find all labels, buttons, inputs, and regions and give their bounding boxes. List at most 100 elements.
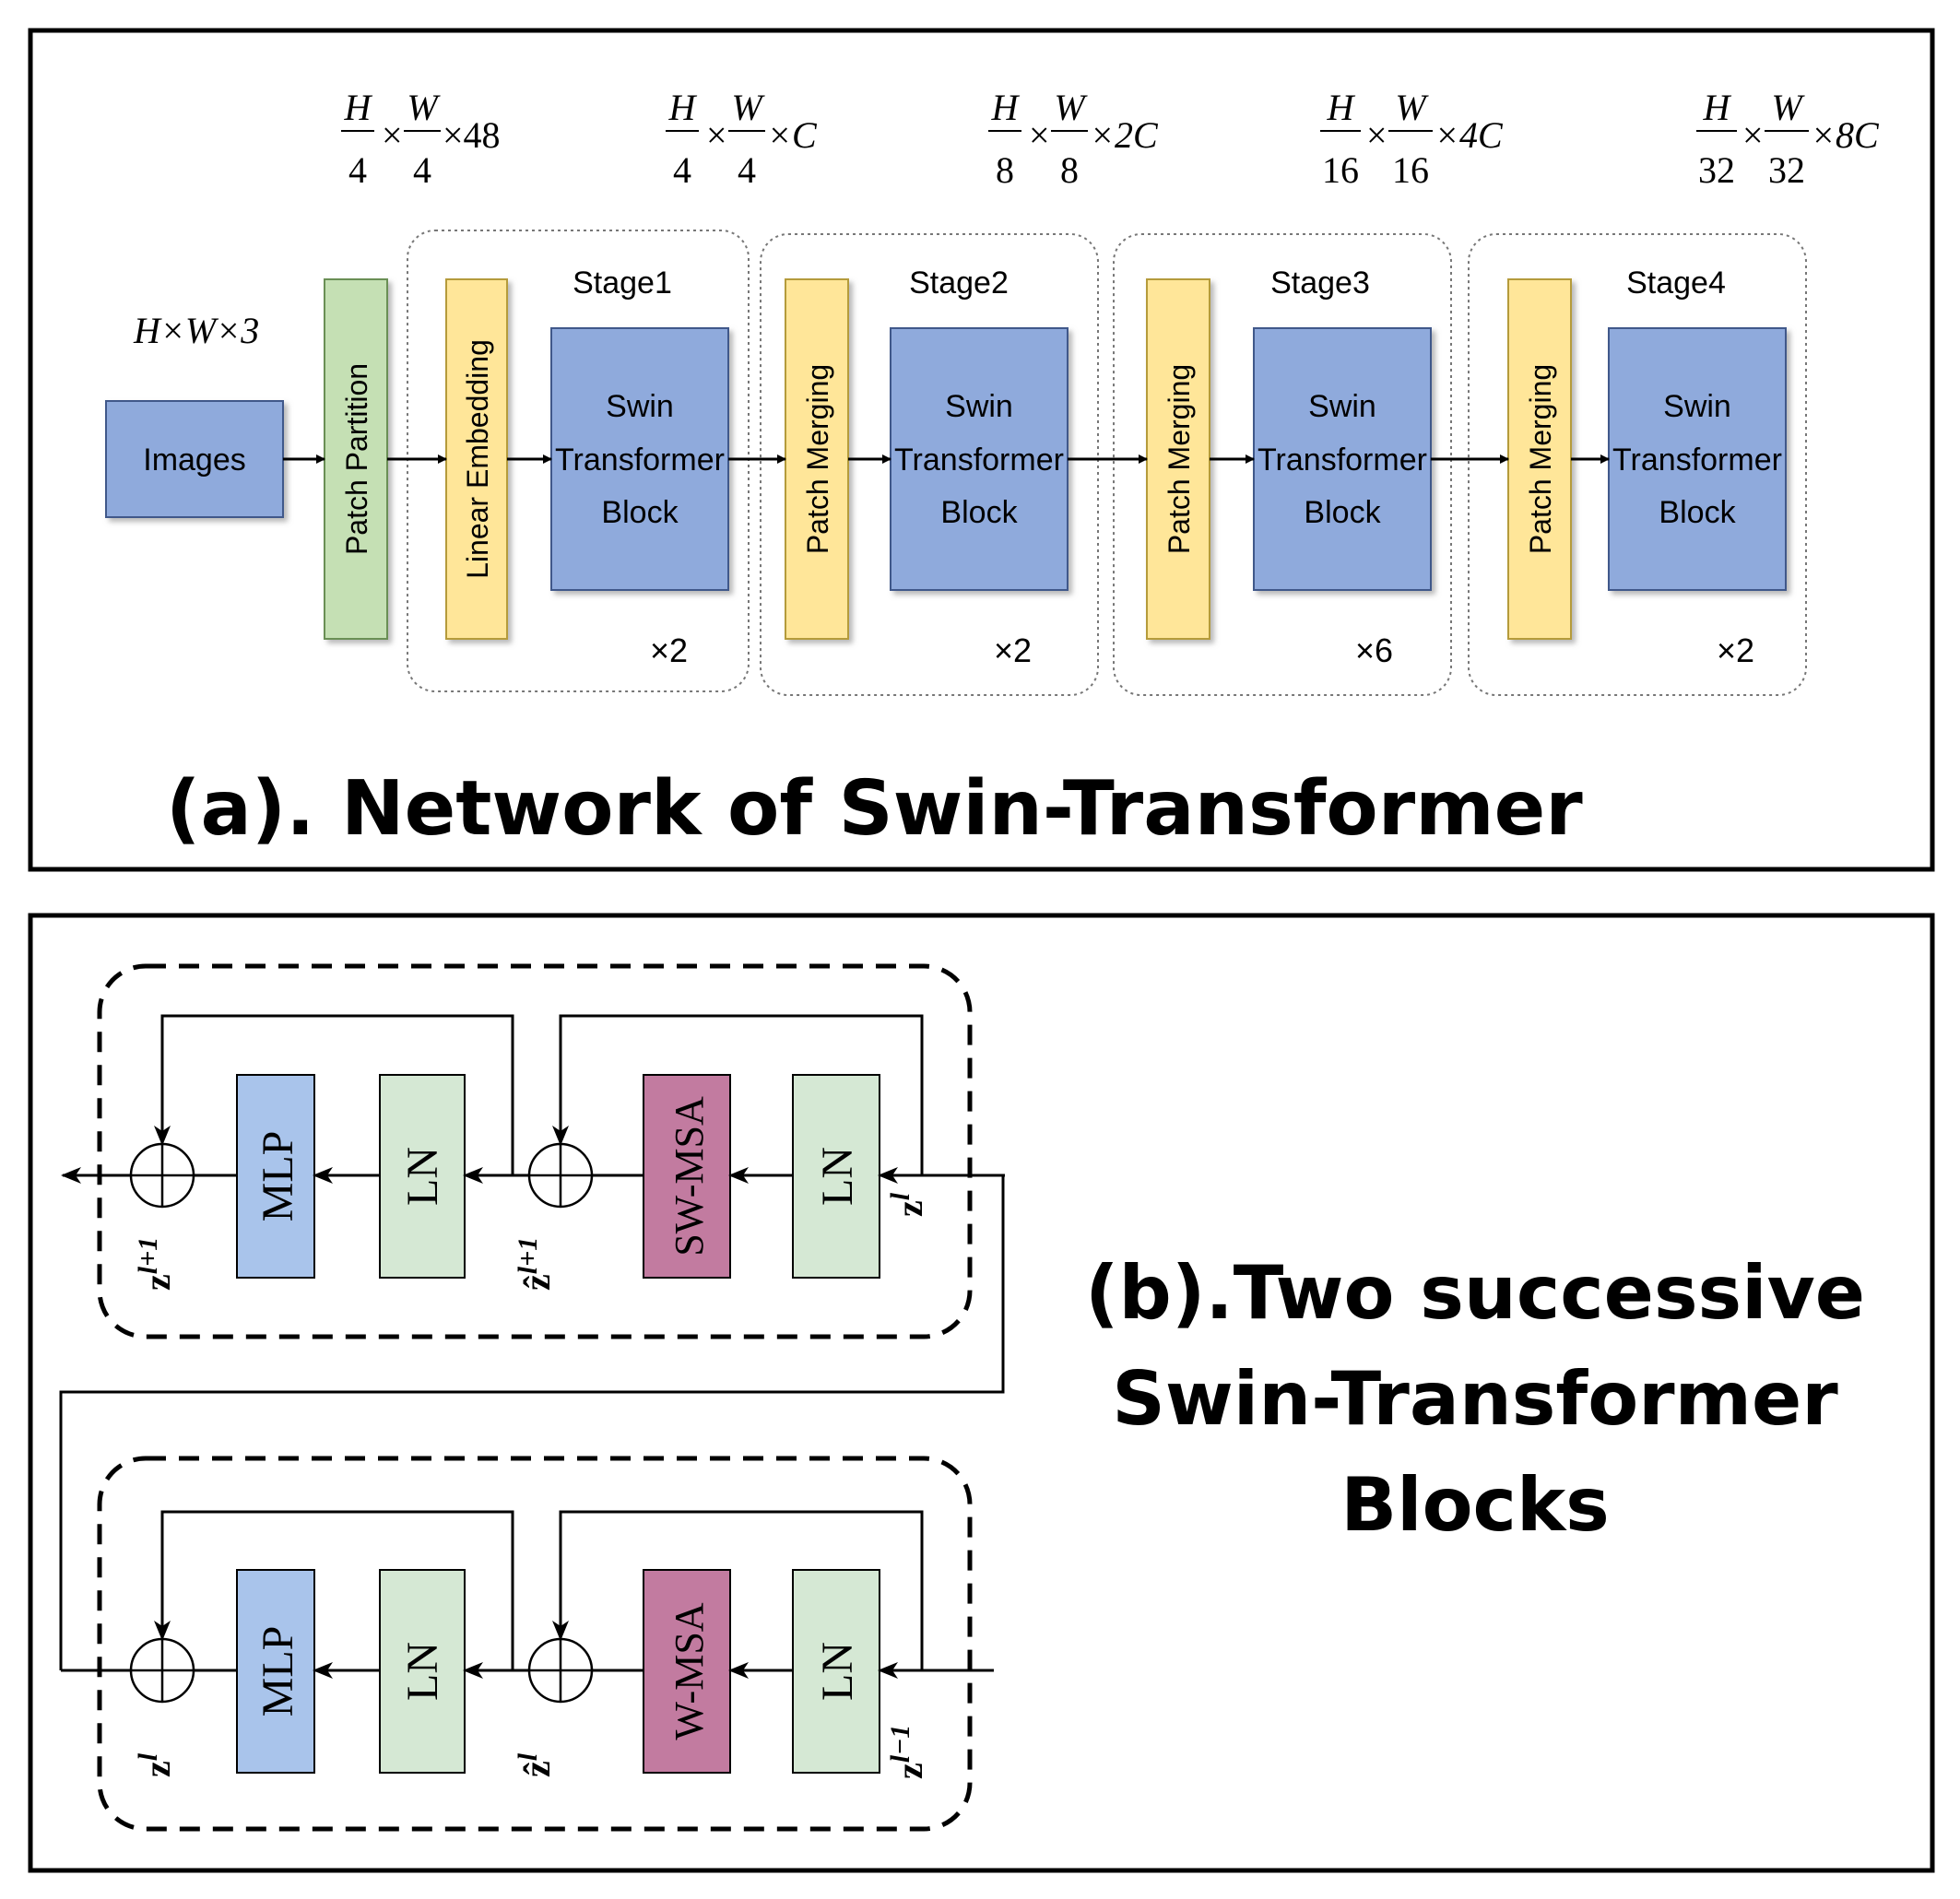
bottom-block-container — [97, 1456, 973, 1832]
top-adder-mid — [527, 1142, 594, 1209]
swin-block-1: Swin Transformer Block — [550, 327, 729, 591]
block-line2: Transformer — [894, 442, 1064, 478]
dim-suffix: ×C — [767, 114, 818, 156]
panel-a-frame — [28, 28, 1935, 872]
dim-suffix: ×4C — [1435, 114, 1504, 156]
stage3-label: Stage3 — [1270, 265, 1370, 301]
panel-b-title: (b).Two successive Swin-Transformer Bloc… — [1085, 1250, 1865, 1548]
dim-times: × — [1742, 114, 1764, 156]
dim-h-num: H — [344, 87, 373, 128]
bottom-flow-arrows — [61, 1510, 994, 1679]
panel-a-title: (a). Network of Swin-Transformer — [166, 765, 1583, 853]
top-mlp-label: MLP — [254, 1131, 302, 1222]
block-line1: Swin — [1308, 389, 1376, 424]
dim-w-num: W — [1771, 87, 1805, 128]
top-block: MLP LN SW-MSA LN — [61, 1014, 1005, 1291]
stage4-label: Stage4 — [1626, 265, 1726, 301]
dim-h-num: H — [991, 87, 1021, 128]
dim-w-den: 4 — [738, 149, 756, 191]
bottom-mlp-box — [236, 1569, 315, 1774]
bottom-z-in-label: zl−1 — [885, 1725, 930, 1779]
images-label: Images — [143, 442, 246, 478]
block-line3: Block — [940, 495, 1018, 530]
dim-label-4: H 32 × W 32 ×8C — [1696, 87, 1880, 191]
block-line3: Block — [1304, 495, 1381, 530]
dim-h-den: 8 — [996, 149, 1014, 191]
dim-label-0: H 4 × W 4 ×48 — [341, 87, 501, 191]
top-adder-out — [129, 1142, 195, 1209]
patch-merging-label: Patch Merging — [1524, 364, 1557, 554]
dim-label-3: H 16 × W 16 ×4C — [1320, 87, 1504, 191]
bottom-ln1-box — [379, 1569, 466, 1774]
top-zhat-label: ẑl+1 — [513, 1237, 558, 1291]
dim-suffix: ×8C — [1811, 114, 1880, 156]
dim-h-num: H — [1703, 87, 1732, 128]
top-ln2-label: LN — [813, 1147, 862, 1206]
dim-label-2: H 8 × W 8 ×2C — [988, 87, 1159, 191]
panel-b-title-line2: Swin-Transformer — [1112, 1356, 1838, 1442]
block-line3: Block — [1659, 495, 1736, 530]
panel-b-title-line3: Blocks — [1340, 1462, 1610, 1548]
linear-embedding-box: Linear Embedding — [445, 278, 508, 640]
block-line1: Swin — [1663, 389, 1731, 424]
repeat-labels: ×2 ×2 ×6 ×2 — [650, 631, 1754, 669]
block-line3: Block — [601, 495, 679, 530]
block-line2: Transformer — [555, 442, 725, 478]
stage4-repeat: ×2 — [1717, 631, 1754, 669]
top-msa-box — [643, 1074, 731, 1279]
dim-label-1: H 4 × W 4 ×C — [666, 87, 818, 191]
bottom-adder-out — [129, 1637, 195, 1704]
dim-h-den: 4 — [348, 149, 367, 191]
top-msa-label: SW-MSA — [667, 1096, 712, 1256]
dim-times: × — [1029, 114, 1050, 156]
stage-containers — [407, 230, 1807, 696]
patch-partition-label: Patch Partition — [340, 363, 373, 555]
dim-w-num: W — [1395, 87, 1429, 128]
dim-times: × — [1366, 114, 1387, 156]
top-z-out-label: zl+1 — [133, 1237, 178, 1291]
dim-h-num: H — [668, 87, 698, 128]
stage-labels: Stage1 Stage2 Stage3 Stage4 — [573, 265, 1726, 301]
images-box: Images — [105, 400, 284, 518]
block-line2: Transformer — [1612, 442, 1782, 478]
bottom-block: MLP LN W-MSA LN zl−1 ẑ — [61, 1510, 994, 1779]
stage3-repeat: ×6 — [1355, 631, 1393, 669]
dim-suffix: ×2C — [1090, 114, 1159, 156]
dim-h-num: H — [1327, 87, 1356, 128]
dim-h-den: 32 — [1698, 149, 1735, 191]
top-ln1-box — [379, 1074, 466, 1279]
dim-w-den: 32 — [1768, 149, 1805, 191]
bottom-mlp-label: MLP — [254, 1626, 302, 1717]
dim-h-den: 4 — [673, 149, 691, 191]
dim-times: × — [382, 114, 403, 156]
swin-block-4: Swin Transformer Block — [1608, 327, 1787, 591]
linear-embedding-label: Linear Embedding — [461, 339, 494, 579]
bottom-msa-label: W-MSA — [667, 1602, 712, 1740]
dim-w-den: 4 — [413, 149, 431, 191]
patch-partition-box: Patch Partition — [324, 278, 388, 640]
swin-block-3: Swin Transformer Block — [1253, 327, 1432, 591]
stage1-container — [407, 230, 750, 692]
bottom-ln2-box — [792, 1569, 880, 1774]
inter-block-connector — [59, 1175, 1005, 1670]
block-line1: Swin — [606, 389, 674, 424]
dim-w-num: W — [407, 87, 441, 128]
dim-w-den: 16 — [1392, 149, 1429, 191]
dim-w-num: W — [1054, 87, 1088, 128]
bottom-msa-box — [643, 1569, 731, 1774]
patch-merging-label: Patch Merging — [801, 364, 834, 554]
panel-b-frame — [28, 913, 1935, 1873]
top-flow-arrows — [61, 1014, 1005, 1184]
stage2-label: Stage2 — [909, 265, 1009, 301]
block-line2: Transformer — [1257, 442, 1427, 478]
swin-block-2: Swin Transformer Block — [890, 327, 1069, 591]
dim-w-num: W — [731, 87, 765, 128]
top-z-in-label: zl — [885, 1192, 930, 1217]
dim-suffix: ×48 — [443, 114, 501, 156]
panel-b-title-line1: (b).Two successive — [1085, 1250, 1865, 1336]
stage1-repeat: ×2 — [650, 631, 688, 669]
bottom-adder-mid — [527, 1637, 594, 1704]
patch-merging-label: Patch Merging — [1163, 364, 1196, 554]
dim-w-den: 8 — [1060, 149, 1079, 191]
